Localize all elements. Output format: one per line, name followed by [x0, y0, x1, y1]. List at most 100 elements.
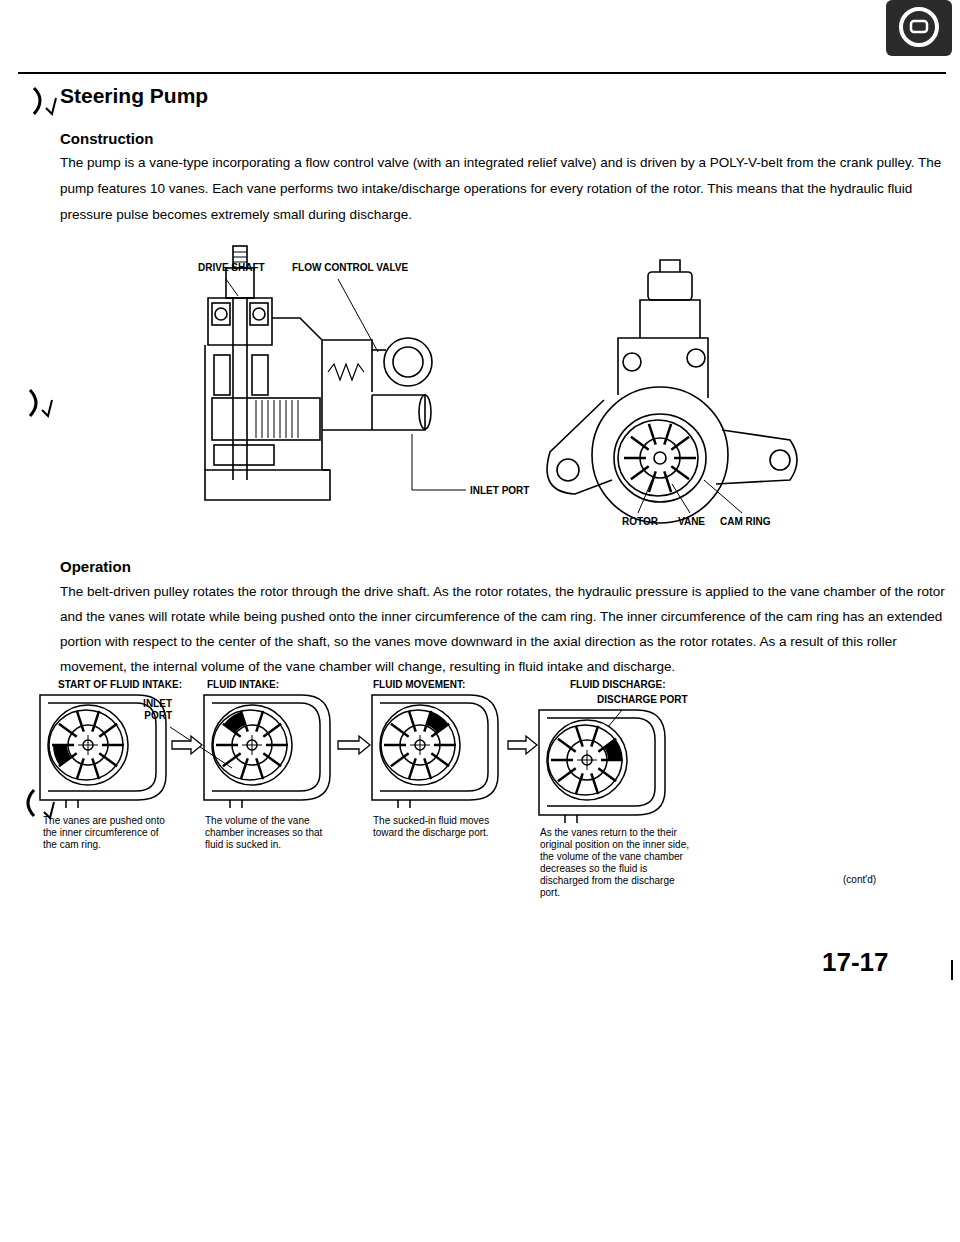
binding-mark [30, 390, 36, 416]
stage-heading: FLUID MOVEMENT: [373, 679, 465, 691]
pump-exterior-view [547, 400, 612, 494]
part-label: FLOW CONTROL VALVE [292, 262, 408, 274]
pump-cross-section [212, 303, 230, 325]
stage-heading: FLUID DISCHARGE: [570, 679, 666, 691]
pump-cross-section [233, 298, 247, 480]
pump-exterior-view [623, 353, 641, 371]
pump-cross-section [205, 246, 432, 500]
pump-exterior-view [592, 387, 728, 523]
binding-mark [951, 960, 953, 980]
pump-cross-section [214, 445, 274, 465]
pump-exterior-view [614, 414, 706, 502]
stage-figure [539, 710, 665, 823]
stage-caption: The sucked-in fluid moves toward the dis… [373, 815, 505, 839]
pump-cross-section [204, 345, 206, 470]
binding-mark [28, 790, 34, 816]
leader-line [638, 480, 652, 513]
pump-exterior-view [547, 260, 797, 523]
stage-figure [40, 695, 665, 823]
page-title: Steering Pump [60, 84, 208, 108]
pump-exterior-view [660, 260, 680, 272]
pump-cross-section [214, 355, 230, 395]
part-label: DRIVE SHAFT [198, 262, 265, 274]
leader-line [704, 480, 742, 513]
stage-figure [204, 695, 330, 808]
stage-caption: As the vanes return to the their origina… [540, 827, 690, 899]
pump-exterior-view [716, 430, 797, 484]
section-icon [886, 0, 952, 56]
pump-cross-section [322, 395, 425, 430]
pump-cross-section [322, 469, 330, 471]
stage-figure [204, 695, 330, 808]
flow-arrow [338, 736, 370, 754]
part-label: VANE [678, 516, 705, 528]
pump-cross-section [208, 298, 272, 345]
leader-line [226, 279, 238, 296]
stage-caption: The volume of the vane chamber increases… [205, 815, 335, 851]
stage-caption: The vanes are pushed onto the inner circ… [43, 815, 169, 851]
stage-panel: As the vanes return to the their origina… [540, 695, 690, 899]
pump-cross-section [215, 308, 227, 320]
body-text: The pump is a vane-type incorporating a … [60, 150, 948, 228]
section-icon [911, 21, 927, 32]
pump-cross-section [372, 349, 386, 351]
pump-cross-section [393, 347, 423, 377]
part-label: ROTOR [622, 516, 658, 528]
section-icon [901, 9, 937, 45]
leader-line [412, 434, 466, 490]
stage-figure [539, 710, 665, 823]
binding-mark [28, 88, 952, 980]
continued-note: (cont'd) [843, 874, 876, 886]
page-number: 17-17 [822, 946, 889, 978]
part-label: DISCHARGE PORT [597, 694, 688, 706]
part-label: CAM RING [720, 516, 771, 528]
stage-panel: The vanes are pushed onto the inner circ… [43, 695, 169, 851]
header-rule [18, 72, 946, 74]
pump-cross-section [253, 308, 265, 320]
pump-exterior-view [648, 272, 692, 300]
pump-exterior-view [770, 450, 790, 470]
flow-arrow [172, 736, 202, 754]
leader-line [608, 710, 622, 727]
section-heading: Construction [60, 130, 153, 148]
pump-cross-section [272, 318, 322, 470]
pump-cross-section [384, 338, 432, 386]
binding-mark [34, 88, 40, 114]
stage-heading: START OF FLUID INTAKE: [58, 679, 182, 691]
pump-cross-section [419, 395, 431, 429]
binding-mark [42, 400, 52, 416]
pump-cross-section [250, 303, 268, 325]
pump-cross-section [252, 355, 268, 395]
pump-cross-section [233, 252, 247, 262]
pump-cross-section [205, 470, 330, 500]
pump-cross-section [256, 400, 298, 438]
pump-exterior-view [687, 349, 705, 367]
leader-line [638, 480, 742, 513]
pump-cross-section [322, 340, 372, 392]
leader-line [226, 279, 466, 490]
stage-heading: FLUID INTAKE: [207, 679, 279, 691]
pump-exterior-view [557, 459, 579, 481]
part-label: INLET PORT [470, 485, 529, 497]
pump-cross-section [212, 398, 320, 440]
leader-line [170, 727, 232, 768]
leader-line [672, 484, 690, 513]
pump-exterior-view [618, 420, 698, 496]
pump-exterior-view [654, 452, 666, 464]
section-icon [886, 0, 952, 56]
leader-line [170, 710, 622, 768]
pump-exterior-view [624, 424, 696, 492]
part-label: INLET PORT [134, 698, 172, 722]
pump-exterior-view [618, 338, 708, 398]
pump-exterior-view [640, 300, 700, 338]
binding-mark [46, 98, 56, 114]
stage-figure [372, 695, 498, 808]
pump-cross-section [328, 364, 364, 380]
stage-panel: The volume of the vane chamber increases… [205, 695, 335, 851]
stage-figure [372, 695, 498, 808]
body-text: The belt-driven pulley rotates the rotor… [60, 579, 948, 679]
flow-arrow [508, 736, 537, 754]
leader-line [338, 279, 378, 352]
section-heading: Operation [60, 558, 131, 576]
